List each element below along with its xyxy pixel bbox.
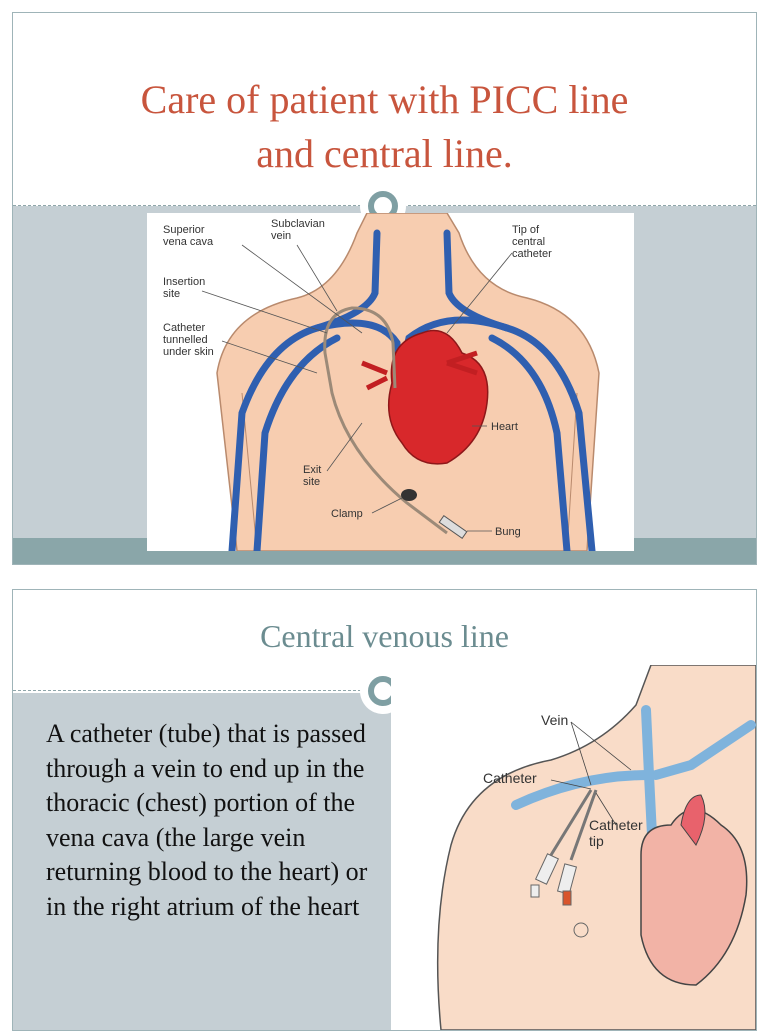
- picc-line-diagram: Superior vena cava Subclavian vein Tip o…: [147, 212, 634, 555]
- label-vein: Vein: [541, 712, 568, 728]
- cv-insertion-mark-icon: [573, 922, 589, 938]
- picc-line-diagram-svg: Superior vena cava Subclavian vein Tip o…: [163, 212, 600, 555]
- slide-2-body-text: A catheter (tube) that is passed through…: [46, 719, 368, 921]
- cv-veins: [511, 705, 756, 860]
- heart-vessels: [361, 350, 478, 391]
- label-subclavian-vein: Subclavian vein: [271, 218, 328, 242]
- label-bung: Bung: [495, 526, 521, 538]
- heart-shape: [387, 329, 489, 465]
- leader-lines: [201, 244, 513, 532]
- slide-1-title-line-2: and central line.: [256, 131, 513, 176]
- label-insertion-site: Insertion site: [163, 276, 208, 300]
- central-venous-line-diagram: Vein Catheter Catheter tip: [391, 664, 756, 1030]
- right-arm-contour: [566, 392, 578, 552]
- bung-icon: [438, 514, 468, 540]
- slide-1-title: Care of patient with PICC line and centr…: [13, 73, 756, 181]
- cv-aorta: [680, 794, 706, 846]
- label-catheter-tip: Catheter tip: [589, 817, 647, 849]
- cv-catheter: [530, 789, 598, 906]
- slide-2: Central venous line A catheter (tube) th…: [12, 589, 757, 1031]
- label-tip-of-central-catheter: Tip of central catheter: [512, 224, 552, 260]
- clamp-icon: [401, 489, 417, 501]
- cv-leader-lines: [550, 721, 632, 826]
- slide-1: Care of patient with PICC line and centr…: [12, 12, 757, 565]
- slide-2-band: [13, 693, 391, 1030]
- slide-2-title: Central venous line: [260, 618, 509, 654]
- catheter-line: [323, 306, 448, 535]
- label-heart: Heart: [491, 421, 518, 433]
- central-venous-line-svg: Vein Catheter Catheter tip: [436, 664, 756, 1030]
- cv-heart-shape: [640, 809, 748, 986]
- label-catheter-tunnelled: Catheter tunnelled under skin: [163, 322, 214, 358]
- label-clamp: Clamp: [331, 508, 363, 520]
- slide-1-title-line-1: Care of patient with PICC line: [140, 77, 629, 122]
- label-superior-vena-cava: Superior vena cava: [163, 224, 214, 248]
- label-catheter: Catheter: [483, 770, 537, 786]
- label-exit-site: Exit site: [303, 464, 324, 488]
